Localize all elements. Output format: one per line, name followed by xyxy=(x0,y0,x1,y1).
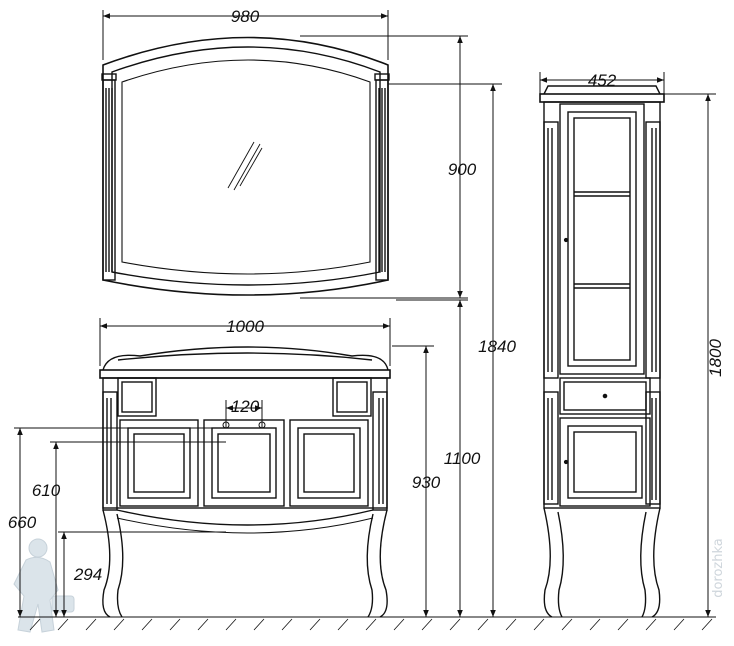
floor-hatch-mark xyxy=(141,618,153,631)
dim-column-height: 1800 xyxy=(706,339,725,377)
floor-hatch-mark xyxy=(421,618,433,631)
dim-mirror-height: 900 xyxy=(448,160,477,179)
floor-hatching xyxy=(29,618,713,631)
dim-total-height: 1840 xyxy=(478,337,516,356)
dim-drain-660: 660 xyxy=(8,513,37,532)
floor-hatch-mark xyxy=(57,618,69,631)
floor-hatch-mark xyxy=(309,618,321,631)
floor-hatch-mark xyxy=(253,618,265,631)
dim-countertop-height: 930 xyxy=(412,473,441,492)
dim-floor-pipe-294: 294 xyxy=(73,565,102,584)
floor-hatch-mark xyxy=(197,618,209,631)
floor-hatch-mark xyxy=(561,618,573,631)
floor-hatch-mark xyxy=(225,618,237,631)
floor-hatch-mark xyxy=(589,618,601,631)
floor-hatch-mark xyxy=(617,618,629,631)
plumber-watermark-icon xyxy=(13,538,75,633)
watermark-text: dorozhka xyxy=(711,538,726,598)
dim-drain-610: 610 xyxy=(32,481,61,500)
dim-mirror-width: 980 xyxy=(231,7,260,26)
floor-hatch-mark xyxy=(169,618,181,631)
dim-vanity-width: 1000 xyxy=(226,317,264,336)
mirror xyxy=(101,36,390,296)
floor-hatch-mark xyxy=(533,618,545,631)
floor-hatch-mark xyxy=(281,618,293,631)
floor-hatch-mark xyxy=(337,618,349,631)
dimension-lines xyxy=(14,10,716,617)
floor-hatch-mark xyxy=(673,618,685,631)
floor-hatch-mark xyxy=(113,618,125,631)
dim-column-width: 452 xyxy=(588,71,617,90)
floor-hatch-mark xyxy=(365,618,377,631)
floor-hatch-mark xyxy=(701,618,713,631)
floor-hatch-mark xyxy=(29,618,41,631)
floor-hatch-mark xyxy=(505,618,517,631)
floor-hatch-mark xyxy=(393,618,405,631)
floor-hatch-mark xyxy=(645,618,657,631)
dim-vanity-height: 1100 xyxy=(444,449,481,468)
dim-faucet-spacing: 120 xyxy=(231,397,260,416)
floor-hatch-mark xyxy=(449,618,461,631)
floor-hatch-mark xyxy=(85,618,97,631)
floor-hatch-mark xyxy=(477,618,489,631)
column-cabinet xyxy=(539,85,665,618)
vanity xyxy=(99,346,391,618)
